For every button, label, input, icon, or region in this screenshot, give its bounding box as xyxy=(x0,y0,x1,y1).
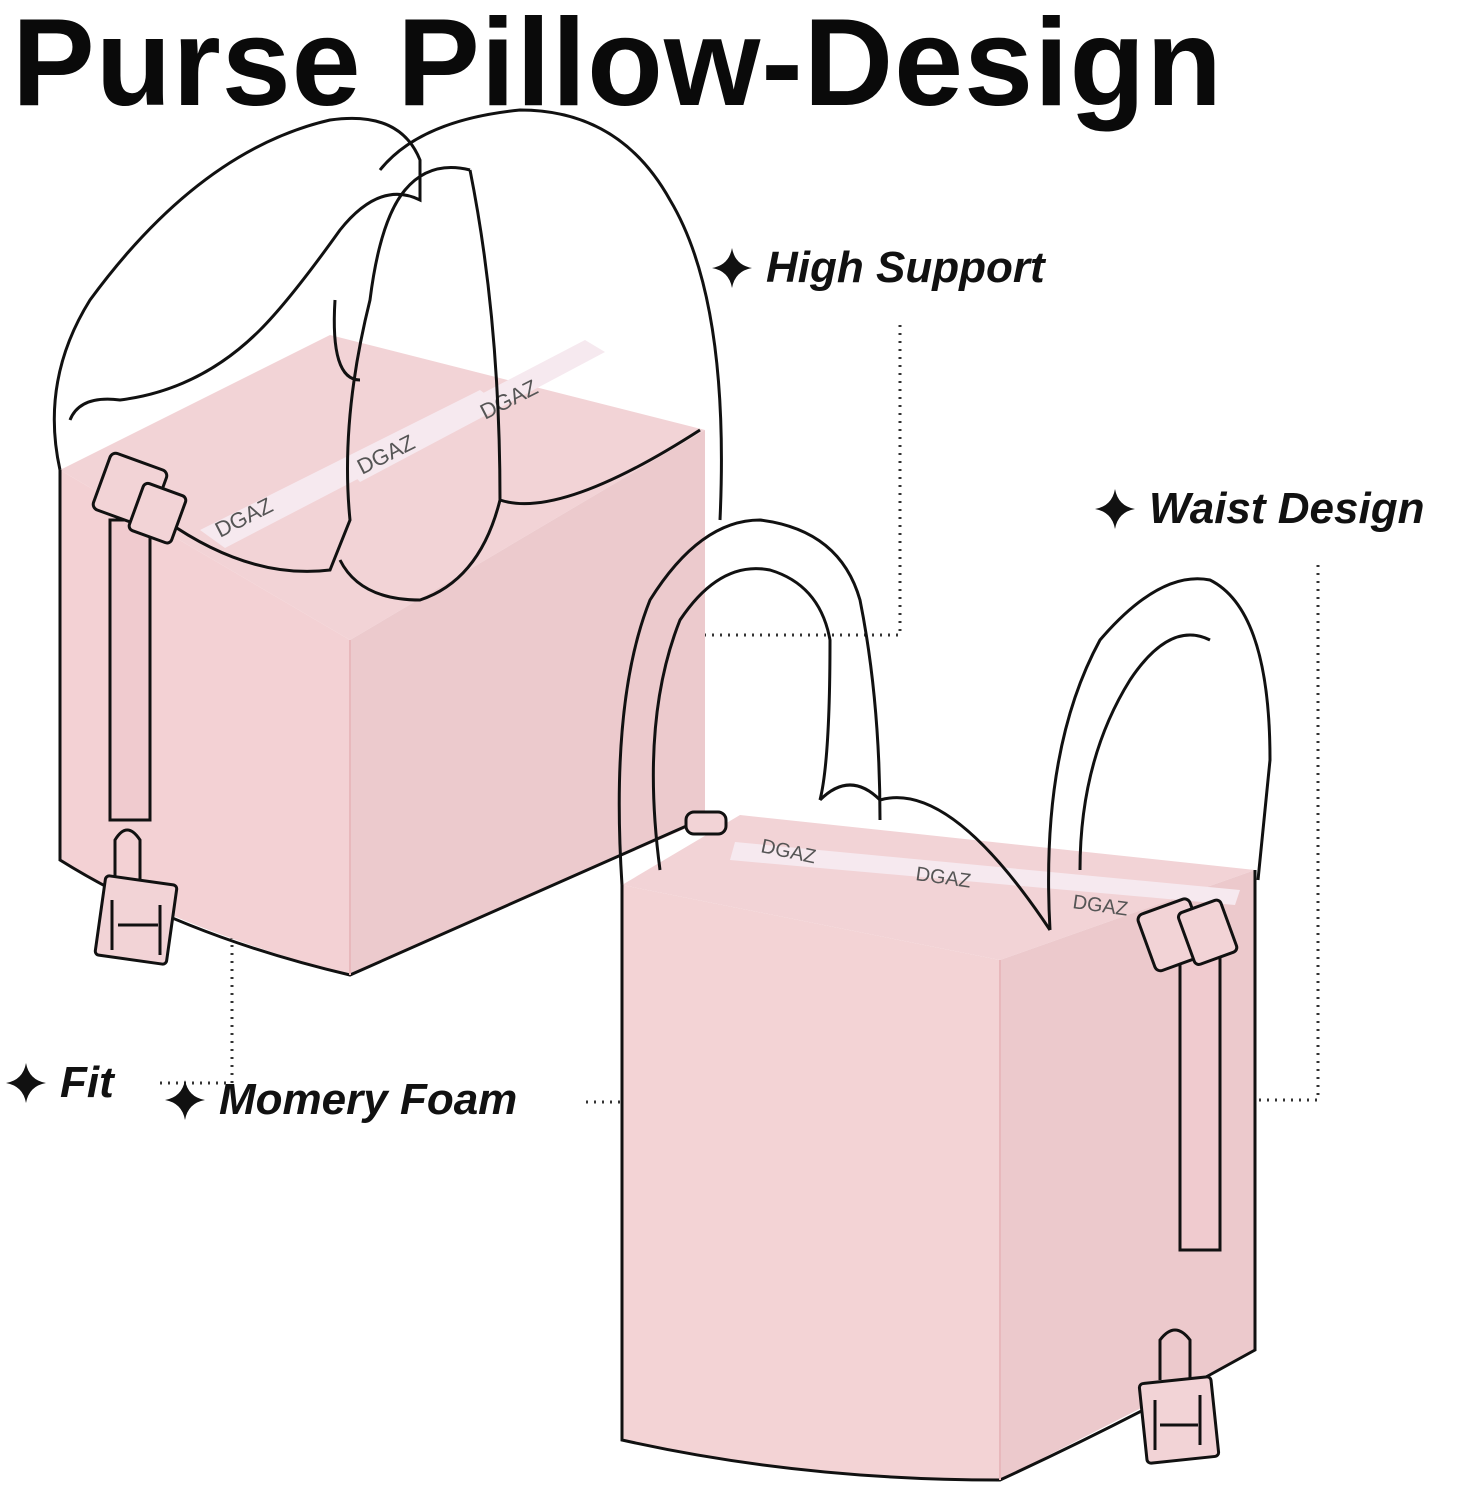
feature-memory-foam: Momery Foam xyxy=(165,1075,517,1125)
feature-fit: Fit xyxy=(6,1058,114,1108)
feature-waist-design: Waist Design xyxy=(1095,484,1424,534)
feature-label: Momery Foam xyxy=(219,1075,518,1124)
purse-pillow-left: DGAZ DGAZ DGAZ xyxy=(52,108,723,977)
purse-pillow-right: DGAZ DGAZ DGAZ xyxy=(617,518,1272,1482)
feature-label: Fit xyxy=(60,1058,114,1107)
feature-label: High Support xyxy=(766,243,1045,292)
page-title: Purse Pillow-Design xyxy=(12,0,1224,132)
feature-label: Waist Design xyxy=(1149,484,1425,533)
sparkle-icon xyxy=(6,1063,46,1103)
feature-high-support: High Support xyxy=(712,243,1045,293)
sparkle-icon xyxy=(165,1080,205,1120)
sparkle-icon xyxy=(712,248,752,288)
sparkle-icon xyxy=(1095,489,1135,529)
